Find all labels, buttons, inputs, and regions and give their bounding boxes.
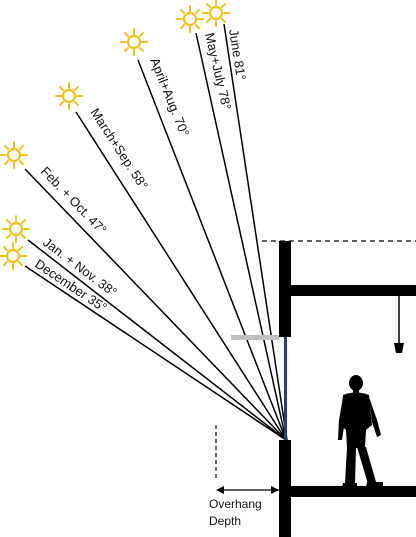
sun-icon [54, 81, 84, 111]
sun-ray-june [223, 23, 288, 441]
sun-icon [0, 241, 28, 271]
overhang-dimension [215, 425, 279, 494]
sun-icon [175, 4, 205, 34]
overhang-label-line2: Depth [209, 514, 241, 528]
angle-label-april-aug: April+Aug. 70° [147, 56, 192, 139]
sun-icon [0, 140, 29, 170]
sun-rays [24, 23, 288, 441]
upper-floor-slab [291, 285, 416, 296]
sun-ray-march-sep [75, 111, 287, 441]
sun-icon [119, 27, 149, 57]
floor-slab [291, 486, 416, 497]
sun-ray-feb-oct [24, 168, 287, 441]
overhang [231, 335, 279, 340]
window-glass [284, 337, 287, 440]
sun-ray-may-july [195, 32, 287, 441]
lower-wall [279, 440, 291, 537]
overhang-label-line1: Overhang [209, 497, 262, 511]
sun-icon [201, 0, 231, 28]
person-silhouette [338, 375, 383, 487]
sun-ray-jan-nov [27, 239, 287, 441]
building-section [231, 240, 416, 537]
upper-wall [279, 241, 291, 337]
lamp-icon [394, 343, 404, 353]
sun-ray-april-aug [137, 59, 287, 441]
angle-label-june: June 81° [226, 28, 249, 81]
sun-ray-december [24, 265, 287, 441]
sun-icon [1, 214, 31, 244]
angle-label-feb-oct: Feb. + Oct. 47° [38, 164, 110, 238]
